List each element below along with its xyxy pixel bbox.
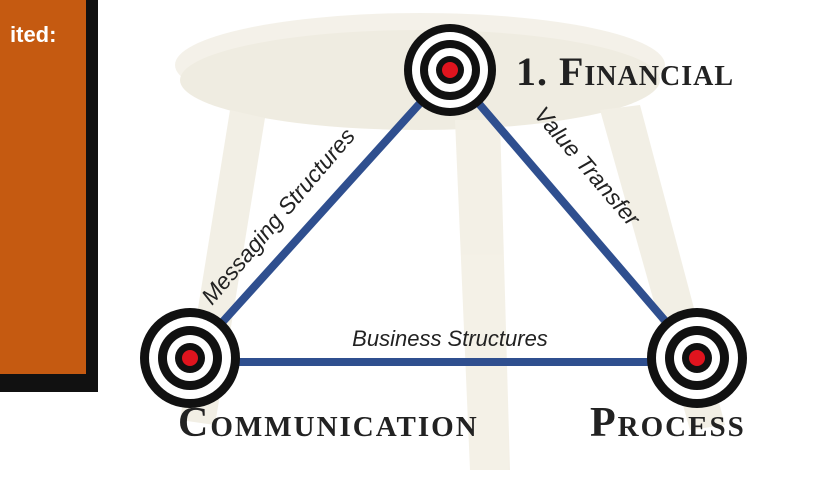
side-panel: ited: [0,0,98,392]
edge-value-transfer [446,66,701,362]
target-icon-left [140,308,240,408]
target-icon-top [404,24,496,116]
edge-label-business-structures: Business Structures [352,326,548,351]
node-label-financial: 1. Financial [516,49,734,94]
triangle-edges [186,66,701,366]
node-label-communication: Communication [178,400,479,446]
side-panel-label: ited: [10,22,57,47]
side-panel-fill: ited: [0,0,86,374]
target-icon-right [647,308,747,408]
node-label-process: Process [590,400,746,446]
edge-messaging-structures [186,66,454,362]
